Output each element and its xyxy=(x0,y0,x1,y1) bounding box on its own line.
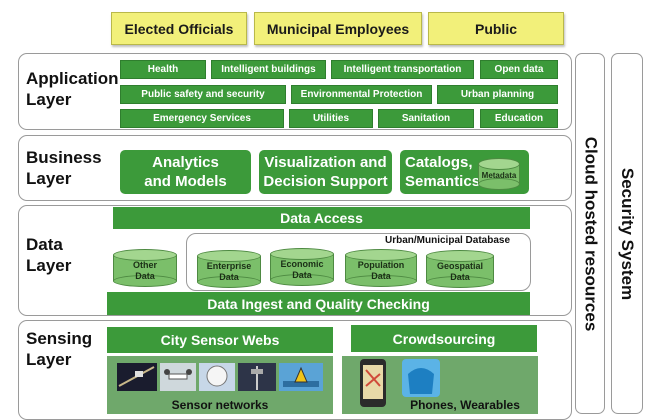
intelligent-transportation-box: Intelligent transportation xyxy=(331,60,474,79)
emergency-services-box: Emergency Services xyxy=(120,109,284,128)
data-access-bar: Data Access xyxy=(113,207,530,229)
open-data-box: Open data xyxy=(480,60,558,79)
sanitation-box: Sanitation xyxy=(378,109,474,128)
security-system-bar: Security System xyxy=(611,53,643,414)
health-box: Health xyxy=(120,60,206,79)
data-ingest-bar: Data Ingest and Quality Checking xyxy=(107,292,530,315)
public-safety-box: Public safety and security xyxy=(120,85,286,104)
urban-planning-box: Urban planning xyxy=(437,85,558,104)
phones-wearables-label: Phones, Wearables xyxy=(410,398,520,412)
city-sensor-webs-box: City Sensor Webs xyxy=(107,327,333,353)
sensor-networks-label: Sensor networks xyxy=(171,398,269,412)
security-system-label: Security System xyxy=(618,167,638,300)
public-box: Public xyxy=(428,12,564,45)
urban-database-title: Urban/Municipal Database xyxy=(385,235,511,246)
cloud-hosted-resources-bar: Cloud hosted resources xyxy=(575,53,605,414)
phones-wearables-panel: Phones, Wearables xyxy=(342,356,538,414)
elected-officials-box: Elected Officials xyxy=(111,12,247,45)
utilities-box: Utilities xyxy=(289,109,373,128)
cloud-hosted-resources-label: Cloud hosted resources xyxy=(581,136,601,331)
crowdsourcing-box: Crowdsourcing xyxy=(351,325,537,352)
sensor-networks-panel: Sensor networks xyxy=(107,356,333,414)
intelligent-buildings-box: Intelligent buildings xyxy=(211,60,326,79)
environmental-protection-box: Environmental Protection xyxy=(291,85,432,104)
metadata-cylinder: Metadata xyxy=(478,158,520,190)
phone-wearable-images-icon xyxy=(360,359,440,407)
municipal-employees-box: Municipal Employees xyxy=(254,12,422,45)
sensor-images-icon xyxy=(117,363,323,391)
education-box: Education xyxy=(480,109,558,128)
